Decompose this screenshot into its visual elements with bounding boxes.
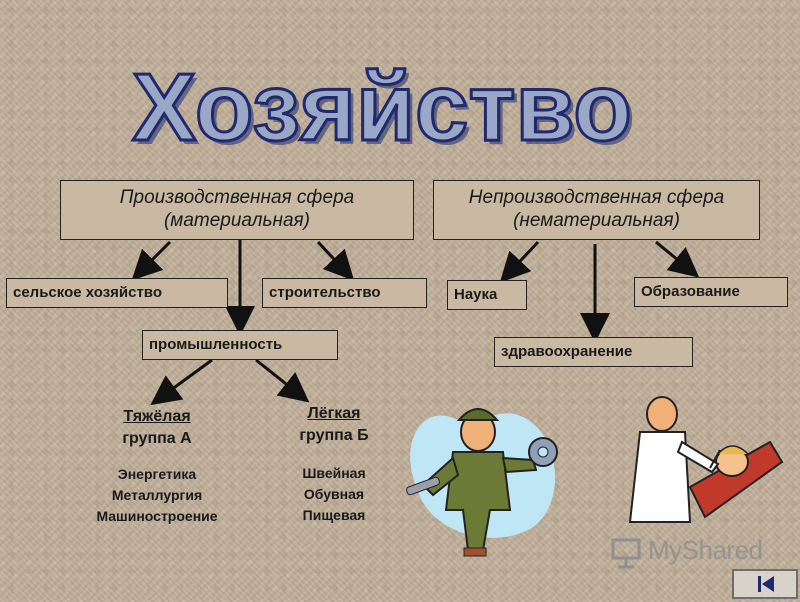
nonproduction-sphere-sublabel: (нематериальная) bbox=[513, 210, 680, 231]
group-light: Лёгкая группа Б Швейная Обувная Пищевая bbox=[268, 405, 400, 526]
group-heavy-list: Энергетика Металлургия Машиностроение bbox=[72, 464, 242, 527]
dentist-coat bbox=[628, 431, 692, 523]
arrow-to-agriculture bbox=[131, 240, 172, 281]
arrow-to-heavy bbox=[150, 358, 213, 406]
dentist-head bbox=[646, 396, 678, 432]
arrow-to-science bbox=[499, 240, 540, 283]
group-heavy-item: Машиностроение bbox=[96, 508, 218, 524]
group-light-title: Лёгкая bbox=[307, 405, 361, 422]
back-to-start-button[interactable] bbox=[732, 569, 798, 599]
branch-healthcare: здравоохранение bbox=[494, 337, 693, 367]
arrow-to-education bbox=[655, 240, 700, 278]
group-light-subtitle: группа Б bbox=[299, 427, 369, 444]
worker-right-arm bbox=[501, 456, 538, 474]
branch-education: Образование bbox=[634, 277, 788, 307]
title-shadow: Хозяйство bbox=[136, 58, 636, 160]
patient-hair bbox=[717, 445, 749, 455]
production-sphere-sublabel: (материальная) bbox=[163, 210, 310, 231]
arrow-to-light bbox=[255, 358, 310, 403]
skip-back-icon bbox=[758, 576, 774, 592]
dentist-clipart bbox=[628, 396, 784, 523]
nonproduction-sphere-label: Непроизводственная сфера bbox=[468, 187, 725, 208]
title-graphic: Хозяйство Хозяйство bbox=[131, 53, 636, 161]
branch-science: Наука bbox=[447, 280, 527, 310]
group-light-item: Швейная bbox=[302, 465, 366, 481]
watermark-text: MyShared bbox=[648, 535, 763, 565]
branch-construction: строительство bbox=[262, 278, 427, 308]
branch-agriculture: сельское хозяйство bbox=[6, 278, 228, 308]
dentist-arm bbox=[676, 440, 720, 474]
worker-boots bbox=[463, 547, 487, 557]
group-heavy-item: Энергетика bbox=[117, 466, 197, 482]
group-heavy: Тяжёлая группа А Энергетика Металлургия … bbox=[72, 408, 242, 527]
group-heavy-item: Металлургия bbox=[111, 487, 203, 503]
page-title: Хозяйство bbox=[132, 54, 632, 160]
worker-cap bbox=[456, 408, 500, 421]
production-sphere-box: Производственная сфера (материальная) bbox=[60, 180, 414, 240]
group-light-list: Швейная Обувная Пищевая bbox=[268, 463, 400, 526]
presentation-icon bbox=[611, 538, 641, 569]
branch-industry: промышленность bbox=[142, 330, 338, 360]
group-heavy-subtitle: группа А bbox=[122, 430, 192, 447]
dental-tool-icon bbox=[709, 449, 721, 469]
production-sphere-label: Производственная сфера bbox=[119, 187, 355, 208]
group-heavy-title: Тяжёлая bbox=[123, 408, 191, 425]
group-light-item: Обувная bbox=[303, 486, 365, 502]
worker-clipart bbox=[406, 408, 558, 557]
group-light-item: Пищевая bbox=[302, 507, 366, 523]
arrow-to-construction bbox=[316, 240, 355, 281]
nonproduction-sphere-box: Непроизводственная сфера (нематериальная… bbox=[433, 180, 760, 240]
wrench-icon bbox=[406, 476, 440, 496]
